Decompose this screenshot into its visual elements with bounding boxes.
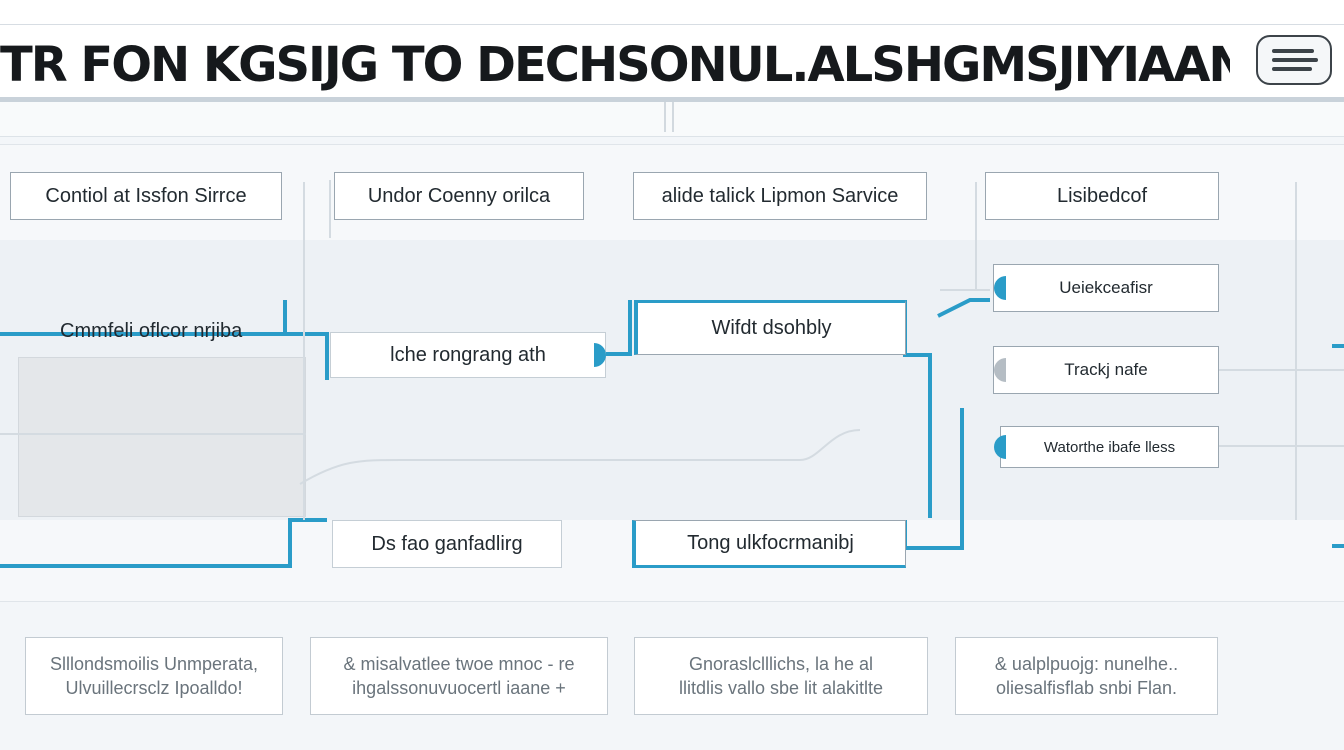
header-node-contiol[interactable]: Contiol at Issfon Sirrce: [10, 172, 282, 220]
right-node-trackj[interactable]: Trackj nafe: [993, 346, 1219, 394]
right-node-label: Watorthe ibafe lless: [1043, 438, 1176, 456]
sub-header-divider: [664, 102, 666, 132]
header-node-label: Contiol at Issfon Sirrce: [45, 184, 247, 207]
right-node-watorthe[interactable]: Watorthe ibafe lless: [1000, 426, 1219, 468]
title-bar: TR FON KGSIJG TO DECHSONUL.ALSHGMSJIYIAA…: [0, 24, 1344, 102]
info-card-line: ihgalssonuvuocertl iaane +: [352, 678, 566, 698]
info-card[interactable]: & misalvatlee twoe mnoc - re ihgalssonuv…: [310, 637, 608, 715]
right-node-icon: [994, 276, 1006, 300]
info-card-line: & misalvatlee twoe mnoc - re: [343, 654, 575, 674]
right-node-label: Ueiekceafisr: [1059, 278, 1153, 297]
header-node-undor[interactable]: Undor Coenny orilca: [334, 172, 584, 220]
info-card[interactable]: Gnoraslclllichs, la he al llitdlis vallo…: [634, 637, 928, 715]
placeholder-block: [18, 357, 306, 517]
info-card-line: Gnoraslclllichs, la he al: [688, 654, 874, 674]
info-card-line: llitdlis vallo sbe lit alakitlte: [678, 678, 884, 698]
header-node-label: alide talick Lipmon Sarvice: [661, 184, 899, 207]
info-card-line: Ulvuillecrsclz Ipoalldo!: [65, 678, 243, 698]
header-node-label: Lisibedcof: [1056, 184, 1148, 207]
info-card-line: & ualplpuojg: nunelhe..: [994, 654, 1179, 674]
info-card-line: oliesalfisflab snbi Flan.: [995, 678, 1178, 698]
info-card[interactable]: Slllondsmoilis Unmperata, Ulvuillecrsclz…: [25, 637, 283, 715]
info-card-line: Slllondsmoilis Unmperata,: [49, 654, 259, 674]
header-node-alide[interactable]: alide talick Lipmon Sarvice: [633, 172, 927, 220]
info-card[interactable]: & ualplpuojg: nunelhe.. oliesalfisflab s…: [955, 637, 1218, 715]
sub-header-divider: [672, 102, 674, 132]
right-node-label: Trackj nafe: [1064, 360, 1148, 379]
hamburger-menu-icon[interactable]: [1256, 35, 1332, 85]
right-node-icon: [994, 435, 1006, 459]
flow-node-wifdt[interactable]: Wifdt dsohbly: [634, 300, 906, 355]
top-margin: [0, 0, 1344, 24]
header-node-label: Undor Coenny orilca: [367, 184, 551, 207]
flow-node-label: Wifdt dsohbly: [711, 317, 832, 339]
flow-node-label: Ds fao ganfadlirg: [371, 532, 523, 555]
left-flow-label: Cmmfeli oflcor nrjiba: [60, 320, 243, 342]
flow-node-ds-fao[interactable]: Ds fao ganfadlirg: [332, 520, 562, 568]
flow-node-lche[interactable]: lche rongrang ath: [330, 332, 606, 378]
right-node-icon: [994, 358, 1006, 382]
flow-node-tong[interactable]: Tong ulkfocrmanibj: [632, 520, 906, 568]
flow-node-label: lche rongrang ath: [390, 343, 546, 366]
right-node-ueiekceafisr[interactable]: Ueiekceafisr: [993, 264, 1219, 312]
connector-arrow-icon: [594, 343, 606, 367]
header-node-lisibedcof[interactable]: Lisibedcof: [985, 172, 1219, 220]
page-title: TR FON KGSIJG TO DECHSONUL.ALSHGMSJIYIAA…: [0, 37, 1230, 93]
flow-node-label: Tong ulkfocrmanibj: [687, 531, 854, 554]
